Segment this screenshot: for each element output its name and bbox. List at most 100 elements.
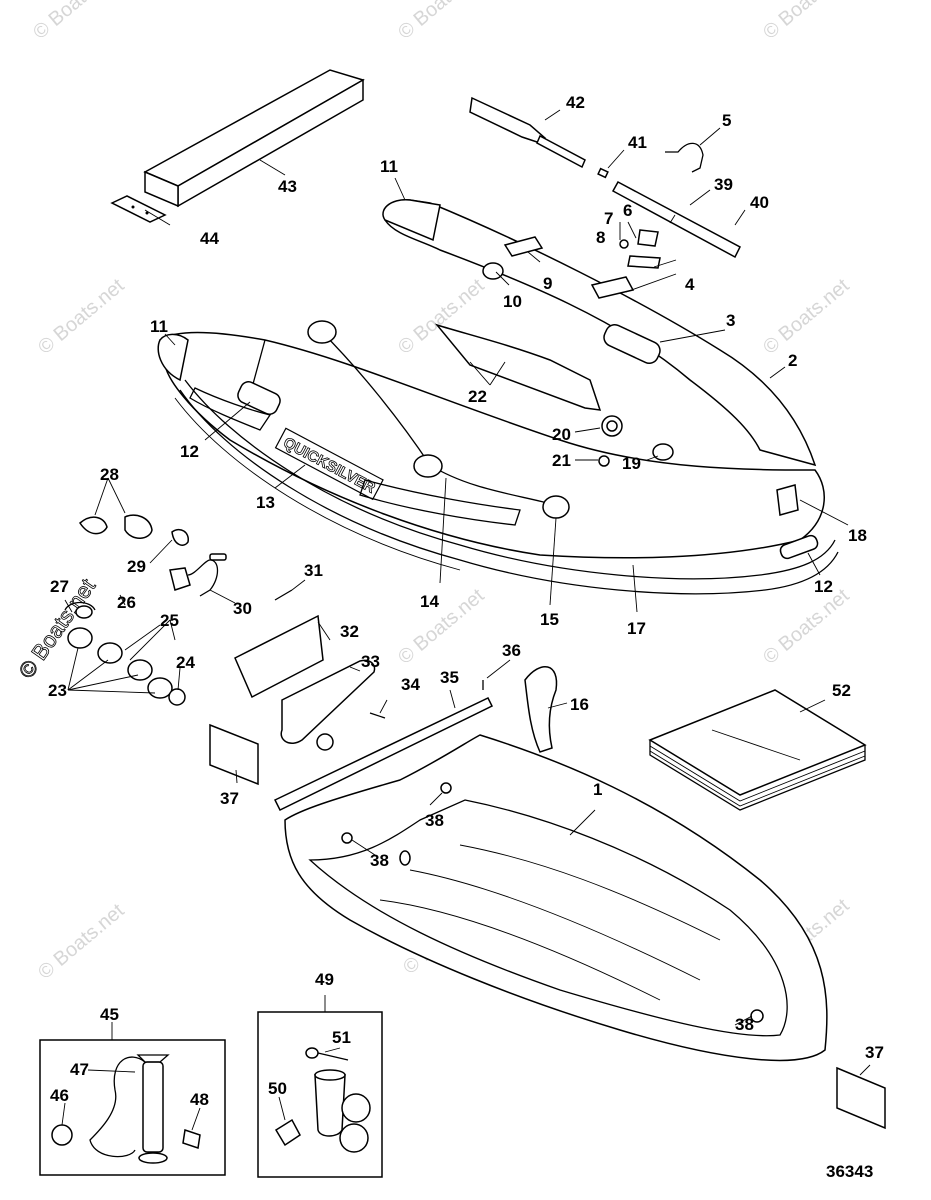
- callout-labels: 1 2 3 4 5 6 7 8 9 10 11 12 13 14 15 16 1…: [48, 93, 884, 1109]
- callout-label: 12: [814, 577, 833, 596]
- handle-part: [779, 534, 819, 560]
- logo-decal: [776, 484, 799, 516]
- callout-label: 48: [190, 1090, 209, 1109]
- callout-label: 22: [468, 387, 487, 406]
- boat-cover: [648, 689, 867, 811]
- line-ring: [413, 454, 443, 478]
- lanyard-part: [665, 142, 704, 173]
- seat-part: [143, 69, 365, 208]
- callout-label: 9: [543, 274, 552, 293]
- callout-label: 34: [401, 675, 420, 694]
- watermark: © Boats.net: [759, 274, 854, 358]
- pin-part: [597, 167, 609, 179]
- callout-label: 51: [332, 1028, 351, 1047]
- watermark: © Boats.net: [29, 0, 124, 44]
- callout-label: 14: [420, 592, 439, 611]
- callout-label: 8: [596, 228, 605, 247]
- callout-label: 15: [540, 610, 559, 629]
- callout-label: 38: [425, 811, 444, 830]
- watermark: © Boats.net: [759, 0, 854, 44]
- callout-label: 37: [865, 1043, 884, 1062]
- callout-label: 42: [566, 93, 585, 112]
- callout-label: 44: [200, 229, 219, 248]
- callout-label: 39: [714, 175, 733, 194]
- callout-label: 30: [233, 599, 252, 618]
- wear-strip: [434, 323, 602, 411]
- callout-label: 28: [100, 465, 119, 484]
- id-plate: [836, 1066, 886, 1130]
- callout-label: 11: [150, 317, 168, 336]
- callout-label: 18: [848, 526, 867, 545]
- callout-label: 40: [750, 193, 769, 212]
- callout-label: 2: [788, 351, 797, 370]
- callout-label: 1: [593, 780, 602, 799]
- callout-label: 16: [570, 695, 589, 714]
- bracket-part: [273, 697, 494, 812]
- callout-label: 31: [304, 561, 323, 580]
- patch-part: [652, 443, 674, 461]
- callout-label: 23: [48, 681, 67, 700]
- callout-label: 29: [127, 557, 146, 576]
- callout-label: 5: [722, 111, 731, 130]
- oarlock-part: [590, 276, 635, 299]
- callout-label: 24: [176, 653, 195, 672]
- oar-part: [469, 96, 586, 169]
- watermark: © Boats.net: [394, 584, 489, 668]
- oarlock-part: [503, 236, 544, 257]
- callout-label: 47: [70, 1060, 89, 1079]
- wear-strip: [524, 665, 558, 753]
- watermark: © Boats.net: [394, 0, 489, 44]
- callout-label: 7: [604, 209, 613, 228]
- callout-label: 20: [552, 425, 571, 444]
- transom-plate: [234, 614, 324, 699]
- screw-part: [274, 589, 293, 601]
- callout-label: 49: [315, 970, 334, 989]
- callout-label: 46: [50, 1086, 69, 1105]
- foot-pump: [51, 1054, 201, 1164]
- callout-label: 43: [278, 177, 297, 196]
- callout-label: 13: [256, 493, 275, 512]
- callout-label: 33: [361, 652, 380, 671]
- callout-label: 21: [552, 451, 571, 470]
- valve-cluster: [64, 514, 227, 706]
- callout-label: 10: [503, 292, 522, 311]
- callout-label: 11: [380, 157, 398, 176]
- callout-label: 32: [340, 622, 359, 641]
- figure-number: 36343: [826, 1162, 873, 1181]
- watermark: © Boats.net: [34, 274, 129, 358]
- line-ring: [307, 320, 337, 344]
- callout-label: 26: [117, 593, 136, 612]
- callout-label: 27: [50, 577, 69, 596]
- callout-label: 35: [440, 668, 459, 687]
- screw-part: [369, 712, 386, 719]
- ring-part: [482, 262, 504, 280]
- callout-label: 36: [502, 641, 521, 660]
- leader-lines: [61, 109, 871, 1131]
- handle-part: [603, 323, 661, 365]
- callout-label: 3: [726, 311, 735, 330]
- callout-label: 4: [685, 275, 695, 294]
- oarlock-plate: [280, 659, 376, 744]
- callout-label: 45: [100, 1005, 119, 1024]
- callout-label: 25: [160, 611, 179, 630]
- handle-part: [237, 381, 281, 415]
- callout-label: 19: [622, 454, 641, 473]
- callout-label: 41: [628, 133, 647, 152]
- callout-label: 37: [220, 789, 239, 808]
- oarlock-pin: [627, 255, 661, 269]
- callout-label: 17: [627, 619, 646, 638]
- repair-kit: [274, 1047, 371, 1153]
- callout-label: 6: [623, 201, 632, 220]
- seat-bracket: [110, 195, 167, 223]
- watermark: © Boats.net: [34, 899, 129, 983]
- oar-shaft: [611, 180, 741, 259]
- callout-label: 52: [832, 681, 851, 700]
- callout-label: 38: [370, 851, 389, 870]
- callout-label: 12: [180, 442, 199, 461]
- watermark: © Boats.net: [759, 584, 854, 668]
- line-ring: [542, 495, 570, 519]
- callout-label: 38: [735, 1015, 754, 1034]
- floor-part: [284, 734, 828, 1062]
- callout-label: 50: [268, 1079, 287, 1098]
